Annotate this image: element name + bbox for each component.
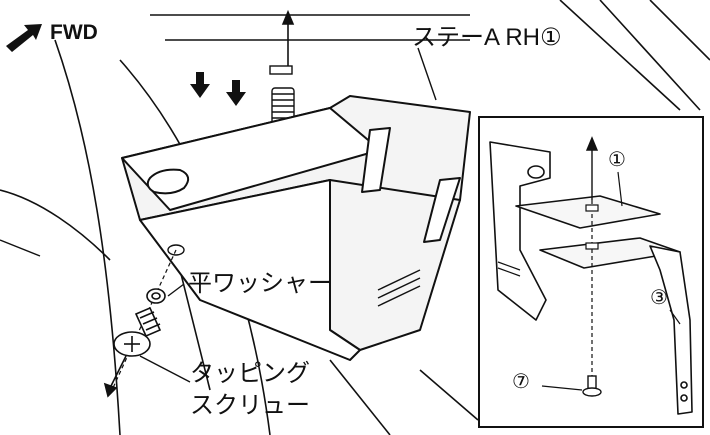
tapping-screw-icon	[113, 306, 162, 357]
inset-logo-stripes	[497, 261, 521, 277]
fwd-arrow-icon	[6, 24, 42, 52]
fwd-label: FWD	[50, 21, 98, 44]
logo-mark	[377, 269, 421, 307]
screw-label-line1: タッピング	[190, 360, 310, 387]
inset-bracket-left	[489, 141, 551, 321]
screw-label-line2: スクリュー	[190, 392, 310, 419]
inset-plate-1	[515, 195, 661, 229]
inset-bolt-7-icon	[582, 375, 602, 397]
inset-leg-3	[649, 245, 693, 415]
stay-label: ステーA RH①	[412, 24, 562, 51]
inset-slot-hole	[527, 165, 545, 179]
inset-part-1-label: ①	[608, 149, 626, 171]
leader-lines	[0, 47, 437, 383]
washer-label: 平ワッシャー	[188, 270, 332, 297]
inset-slot-bottom	[585, 242, 599, 250]
inset-up-arrow-icon	[585, 136, 599, 200]
inset-part-7-label: ⑦	[512, 371, 530, 393]
washer-icon	[146, 288, 166, 304]
down-arrow-icons	[190, 72, 246, 106]
up-arrow-icon	[281, 9, 295, 68]
inset-slot-top	[585, 204, 599, 212]
stay-a-rh-part	[121, 95, 471, 361]
slot-rectangle	[269, 65, 293, 75]
axis-dashed-line	[111, 249, 177, 391]
down-left-arrow-icon	[103, 355, 127, 398]
inset-part-3-label: ③	[650, 287, 668, 309]
inset-leaders	[541, 171, 681, 391]
